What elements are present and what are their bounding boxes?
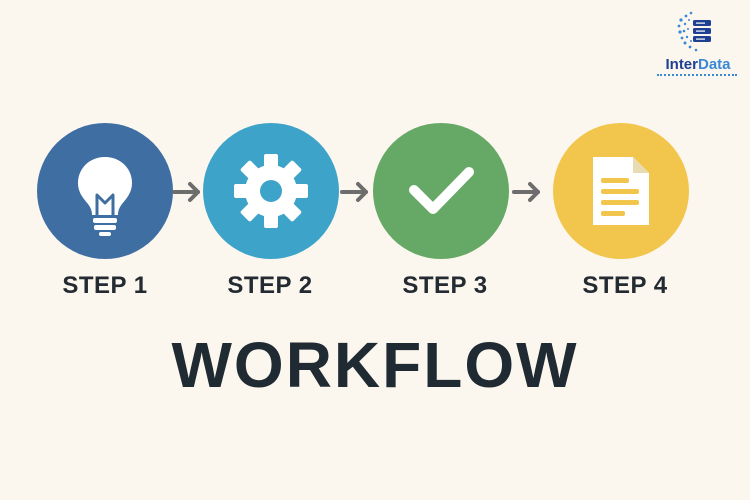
step-2-circle	[203, 123, 339, 259]
lightbulb-icon	[78, 157, 132, 236]
step-3-circle	[373, 123, 509, 259]
arrow-right-icon	[172, 182, 200, 202]
step-3-label: STEP 3	[402, 272, 488, 299]
step-4-label: STEP 4	[582, 272, 668, 299]
step-1-circle	[37, 123, 173, 259]
step-1-label: STEP 1	[62, 272, 148, 299]
gear-icon	[234, 154, 308, 228]
logo-tagline-dots	[657, 74, 737, 79]
step-2-label: STEP 2	[227, 272, 313, 299]
interdata-logo: InterData	[655, 10, 739, 82]
arrow-right-icon	[340, 182, 368, 202]
logo-wordmark: InterData	[665, 56, 731, 73]
checkmark-icon	[409, 167, 474, 214]
workflow-title: WORKFLOW	[171, 329, 579, 401]
step-4-circle	[553, 123, 689, 259]
server-stack-icon	[677, 11, 711, 52]
document-icon	[593, 157, 649, 225]
arrow-right-icon	[512, 182, 540, 202]
